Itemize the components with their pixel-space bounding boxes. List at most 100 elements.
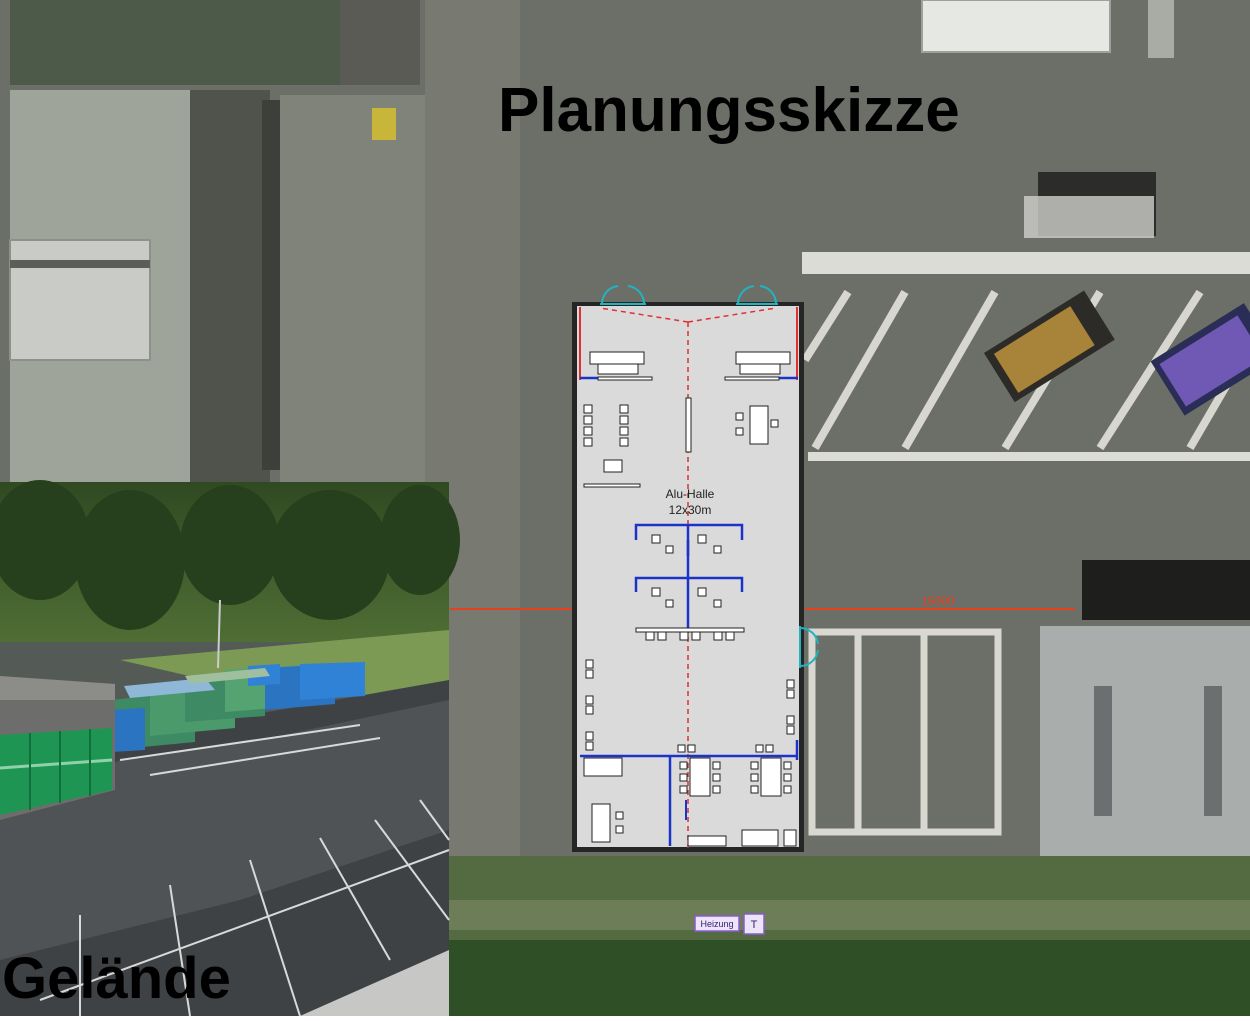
chair-icon [697, 587, 707, 597]
chair-icon [619, 415, 629, 425]
chair-icon [735, 412, 744, 421]
chair-icon [615, 825, 624, 834]
chair-icon [725, 631, 735, 641]
chair-icon [687, 744, 696, 753]
chair-icon [583, 426, 593, 436]
heating-label: Heizung [700, 919, 733, 929]
planning-title: Planungsskizze [498, 76, 960, 145]
desk-icon [724, 376, 780, 381]
furniture [583, 351, 797, 847]
chair-icon [713, 545, 722, 554]
site-parking-lines [39, 724, 450, 1017]
chair-icon [735, 427, 744, 436]
chair-icon [786, 715, 795, 725]
green-roof [10, 0, 340, 85]
chair-icon [712, 761, 721, 770]
chair-icon [619, 426, 629, 436]
chair-icon [750, 773, 759, 782]
desk-icon [597, 363, 639, 375]
purple-truck [1150, 303, 1250, 416]
heating-box [694, 915, 740, 932]
chair-icon [697, 534, 707, 544]
table-icon [749, 405, 769, 445]
chair-icon [645, 631, 655, 641]
table-icon [583, 757, 623, 777]
door-icon [600, 285, 646, 305]
table-icon [591, 803, 611, 843]
chair-icon [583, 437, 593, 447]
chair-icon [750, 761, 759, 770]
chair-icon [783, 773, 792, 782]
chair-icon [651, 587, 661, 597]
heating-marker: Heizung T [694, 913, 765, 935]
partition-walls [580, 376, 799, 846]
desk-icon [685, 397, 692, 453]
chair-icon [679, 761, 688, 770]
chair-icon [712, 773, 721, 782]
chair-icon [665, 545, 674, 554]
hall-name: Alu-Halle [666, 487, 715, 501]
door-icon [736, 285, 778, 305]
chair-icon [755, 744, 764, 753]
chair-icon [619, 437, 629, 447]
chair-icon [585, 695, 594, 705]
desk-icon [583, 483, 641, 488]
door-icon [799, 626, 819, 668]
chair-icon [665, 599, 674, 608]
desk-icon [603, 459, 623, 473]
orange-truck [983, 290, 1115, 403]
site-title: Gelände [2, 946, 231, 1011]
hall-size: 12x30m [669, 503, 712, 517]
desk-icon [741, 829, 779, 847]
white-roof [921, 0, 1111, 53]
chair-icon [679, 773, 688, 782]
chair-icon [585, 669, 594, 679]
lamp-post [217, 599, 221, 669]
chair-icon [783, 761, 792, 770]
chair-icon [585, 731, 594, 741]
chair-icon [786, 679, 795, 689]
desk-icon [783, 829, 797, 847]
chair-icon [770, 419, 779, 428]
desk-icon [687, 835, 727, 847]
site-building [0, 676, 115, 820]
chair-icon [585, 659, 594, 669]
heating-tag: T [751, 919, 758, 931]
chair-icon [750, 785, 759, 794]
chair-icon [585, 741, 594, 751]
chair-icon [691, 631, 701, 641]
chair-icon [619, 404, 629, 414]
chair-icon [615, 811, 624, 820]
desk-icon [635, 627, 745, 633]
containers [112, 662, 365, 752]
yellow-vehicle [372, 108, 396, 140]
chair-icon [765, 744, 774, 753]
site-photo [0, 480, 460, 1017]
chair-icon [713, 631, 723, 641]
chair-icon [713, 599, 722, 608]
desk-icon [739, 363, 781, 375]
chair-icon [585, 705, 594, 715]
chair-icon [651, 534, 661, 544]
desk-icon [597, 376, 653, 381]
desk-icon [735, 351, 791, 365]
desk-icon [589, 351, 645, 365]
chair-icon [657, 631, 667, 641]
chair-icon [786, 725, 795, 735]
chair-icon [679, 785, 688, 794]
chair-icon [583, 415, 593, 425]
heating-tag-box [743, 913, 765, 935]
dimension-line: 15000 [450, 594, 1075, 610]
hall-floor-plan: Alu-Halle 12x30m [572, 285, 819, 852]
table-icon [689, 757, 711, 797]
chair-icon [786, 689, 795, 699]
chair-icon [712, 785, 721, 794]
chair-icon [679, 631, 689, 641]
grass-area [448, 940, 1250, 1016]
table-icon [760, 757, 782, 797]
chair-icon [783, 785, 792, 794]
chair-icon [677, 744, 686, 753]
chair-icon [583, 404, 593, 414]
